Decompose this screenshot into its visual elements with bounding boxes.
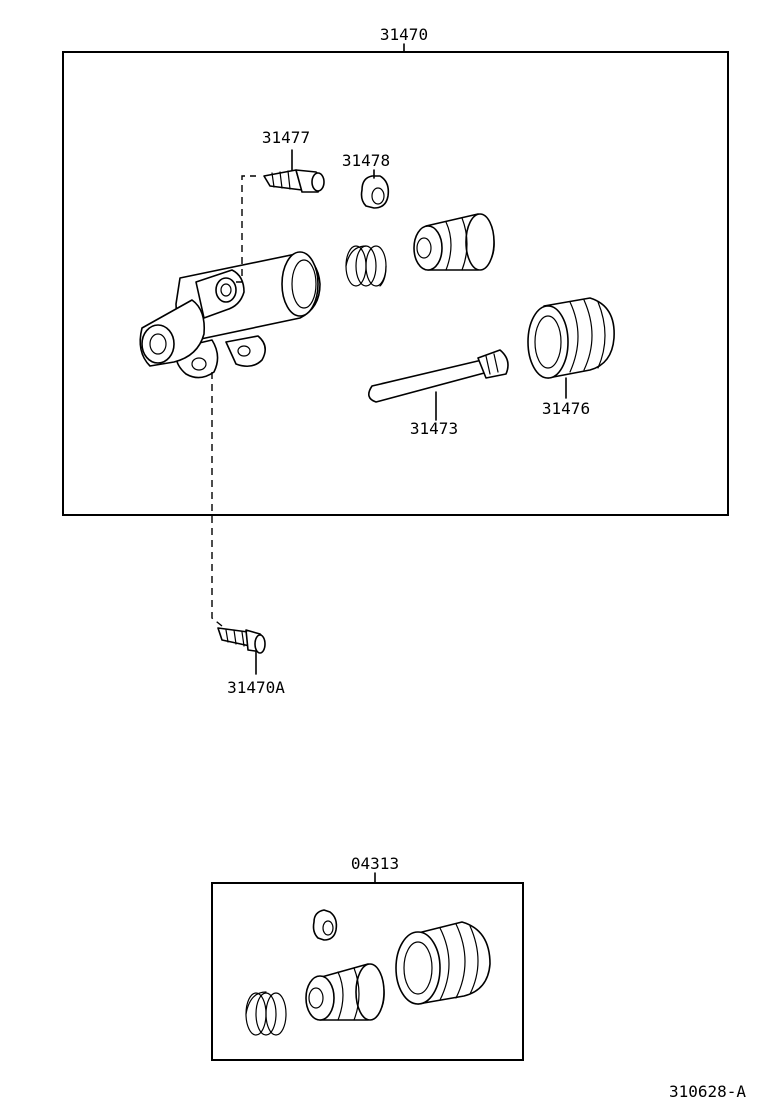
label-assembly[interactable]: 31470 xyxy=(380,25,428,44)
alignment-line-bleeder xyxy=(236,175,256,283)
label-push-rod[interactable]: 31473 xyxy=(410,419,458,438)
cylinder-body xyxy=(139,251,321,379)
label-repair-kit[interactable]: 04313 xyxy=(351,854,399,873)
push-rod: 31473 xyxy=(368,349,509,438)
assembly-box xyxy=(62,51,729,516)
figure-code: 310628-A xyxy=(669,1082,746,1101)
repair-kit-group: 04313 xyxy=(211,854,524,1061)
alignment-line-bolt xyxy=(211,372,223,627)
label-bleeder-plug[interactable]: 31477 xyxy=(262,128,310,147)
label-bolt[interactable]: 31470A xyxy=(227,678,285,697)
repair-kit-box xyxy=(211,882,524,1061)
bleeder-cap: 31478 xyxy=(342,151,390,209)
label-boot[interactable]: 31476 xyxy=(542,399,590,418)
bolt: 31470A xyxy=(217,627,285,697)
spring xyxy=(345,245,387,287)
boot: 31476 xyxy=(527,297,615,418)
assembly-group: 31470 xyxy=(62,25,729,516)
bleeder-plug: 31477 xyxy=(262,128,325,193)
label-bleeder-cap[interactable]: 31478 xyxy=(342,151,390,170)
piston xyxy=(413,213,495,271)
